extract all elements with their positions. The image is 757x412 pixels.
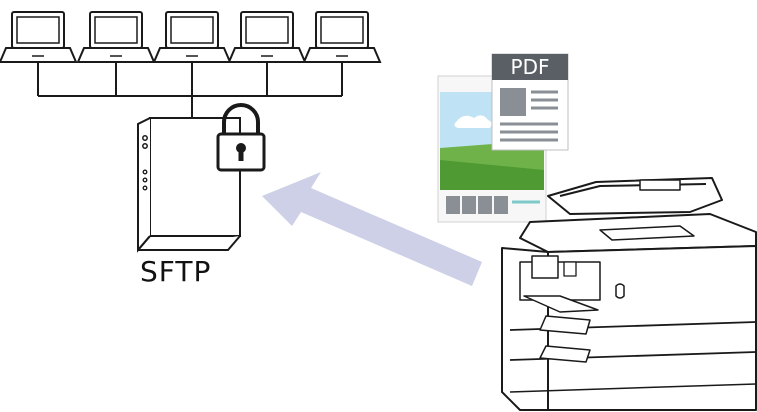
padlock-icon <box>216 103 266 172</box>
printer-icon <box>501 177 757 411</box>
laptop-icon <box>302 11 382 63</box>
laptop-icon <box>152 11 232 63</box>
pdf-icon: PDF <box>491 53 569 151</box>
pdf-badge-text: PDF <box>511 55 550 79</box>
laptop-icon <box>76 11 156 63</box>
laptop-icon <box>227 11 307 63</box>
arrow-icon <box>262 172 482 286</box>
server-label: SFTP <box>140 255 212 288</box>
network-connectors <box>37 62 343 118</box>
laptop-icon <box>0 11 78 63</box>
network-laptops <box>0 11 382 63</box>
